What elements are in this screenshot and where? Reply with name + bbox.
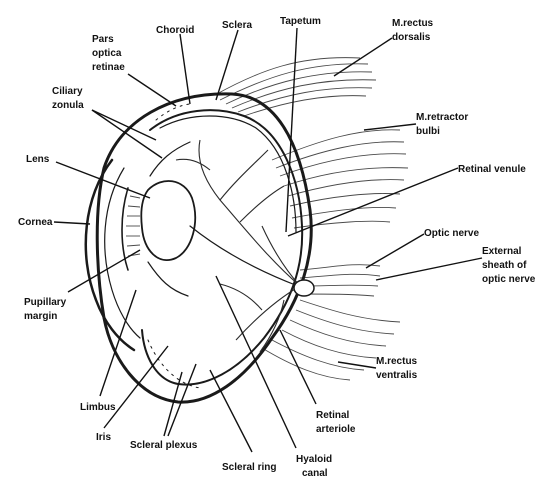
eyeball [86,94,314,402]
label-limbus: Limbus [80,402,116,413]
label-sclera: Sclera [222,20,252,31]
label-m-rectus-dorsalis: M.rectus [392,18,434,29]
label-tapetum: Tapetum [280,16,321,27]
leader-lines [54,28,482,452]
label-m-rectus-ventralis-2: ventralis [376,370,418,381]
label-pupillary-margin-2: margin [24,311,57,322]
label-external-sheath-2: sheath of [482,260,527,271]
label-choroid: Choroid [156,25,194,36]
label-retinal-arteriole-2: arteriole [316,424,356,435]
label-m-retractor-bulbi-1: M.retractor [416,112,468,123]
label-ciliary-zonula-1: Ciliary [52,86,83,97]
label-pupillary-margin-1: Pupillary [24,297,67,308]
muscle-rectus-ventralis [262,300,400,380]
label-m-rectus-ventralis-1: M.rectus [376,356,418,367]
label-m-rectus-dorsalis-2: dorsalis [392,32,431,43]
label-cornea: Cornea [18,217,53,228]
iris-fibers [126,196,140,256]
label-pars-optica-2: optica [92,48,122,59]
labels: Choroid Sclera Tapetum M.rectus dorsalis… [18,16,536,479]
label-pars-optica-3: retinae [92,62,125,73]
label-scleral-plexus: Scleral plexus [130,440,198,451]
label-ciliary-zonula-2: zonula [52,100,84,111]
label-external-sheath-1: External [482,246,522,257]
label-optic-nerve: Optic nerve [424,228,479,239]
label-hyaloid-canal-2: canal [302,468,328,479]
label-lens: Lens [26,154,50,165]
label-pars-optica-1: Pars [92,34,114,45]
retinal-vessels [176,140,300,352]
label-external-sheath-3: optic nerve [482,274,536,285]
label-iris: Iris [96,432,111,443]
label-m-retractor-bulbi-2: bulbi [416,126,440,137]
label-scleral-ring: Scleral ring [222,462,276,473]
label-retinal-arteriole-1: Retinal [316,410,350,421]
label-retinal-venule: Retinal venule [458,164,526,175]
label-hyaloid-canal-1: Hyaloid [296,454,332,465]
